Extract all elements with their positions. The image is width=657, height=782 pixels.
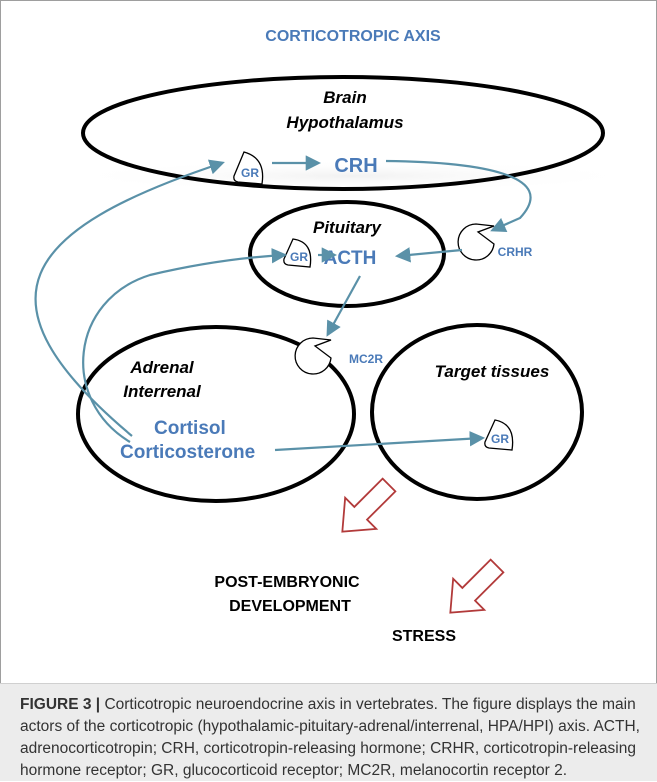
interrenal-label: Interrenal: [123, 382, 202, 401]
diagram-title: CORTICOTROPIC AXIS: [265, 28, 441, 45]
caption-label: FIGURE 3 |: [20, 696, 101, 713]
caption-body: Corticotropic neuroendocrine axis in ver…: [20, 696, 640, 779]
adrenal-label: Adrenal: [129, 358, 195, 377]
gr-target-label: GR: [491, 432, 509, 446]
acth-to-mc2r-arrow: [326, 275, 361, 337]
caption-divider: [0, 683, 657, 684]
corticosterone-label: Corticosterone: [120, 442, 255, 463]
target-tissues-label: Target tissues: [435, 362, 550, 381]
post-embryonic-label: POST-EMBRYONIC: [214, 574, 360, 591]
caption-panel: [0, 683, 657, 781]
hypothalamus-label: Hypothalamus: [286, 113, 403, 132]
stress-outcome-arrow: [449, 558, 505, 614]
pituitary-ellipse: [248, 200, 446, 308]
cortisol-feedback-to-pituitary-arrow: [82, 248, 288, 443]
crh-label: CRH: [334, 155, 377, 177]
cortisol-label: Cortisol: [154, 418, 226, 439]
corticosterone-to-target-arrow: [274, 431, 486, 452]
gr-brain-label: GR: [241, 166, 259, 180]
target-tissues-ellipse: [370, 323, 584, 501]
adrenal-interrenal-ellipse: [76, 325, 356, 503]
crhr-to-acth-arrow: [394, 247, 463, 263]
mc2r-label: MC2R: [349, 352, 383, 366]
figure-caption: FIGURE 3 | Corticotropic neuroendocrine …: [20, 694, 640, 782]
brain-hypothalamus-ellipse: [81, 75, 605, 191]
gr-receptor-brain-icon: GR: [233, 151, 264, 185]
development-label: DEVELOPMENT: [229, 598, 351, 615]
cortisol-feedback-to-brain-arrow: [34, 159, 225, 437]
crhr-label: CRHR: [498, 245, 533, 259]
brain-label: Brain: [323, 88, 366, 107]
corticotropic-axis-diagram: CORTICOTROPIC AXIS Brain Hypothalamus Pi…: [34, 28, 647, 645]
gr-receptor-pituitary-icon: GR: [283, 238, 312, 268]
development-outcome-arrow: [341, 477, 397, 533]
acth-label: ACTH: [324, 248, 377, 269]
gr-receptor-target-icon: GR: [484, 419, 514, 451]
crh-to-crhr-arrow: [385, 159, 532, 233]
mc2r-receptor-icon: MC2R: [294, 337, 383, 375]
pituitary-label: Pituitary: [313, 218, 383, 237]
gr-pituitary-label: GR: [290, 250, 308, 264]
stress-label: STRESS: [392, 628, 456, 645]
crhr-receptor-icon: CRHR: [457, 223, 533, 261]
